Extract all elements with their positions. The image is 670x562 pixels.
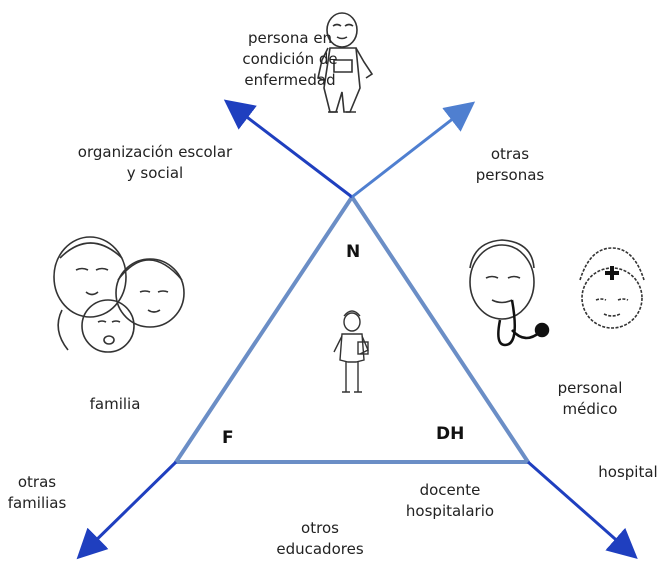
nurse-cross-icon bbox=[605, 266, 619, 280]
label-hospital: hospital bbox=[598, 463, 658, 481]
stethoscope-icon bbox=[497, 299, 550, 347]
label-organizacion: organización escolar y social bbox=[77, 143, 233, 182]
label-docente-hospitalario: docente hospitalario bbox=[405, 481, 495, 520]
label-otras-familias: otras familias bbox=[7, 473, 67, 512]
family-icon bbox=[53, 236, 185, 353]
child-icon bbox=[317, 12, 374, 113]
arrow-organizacion bbox=[223, 99, 353, 199]
label-familia: familia bbox=[89, 395, 141, 413]
teacher-icon bbox=[333, 310, 369, 393]
label-otros-educadores: otros educadores bbox=[276, 519, 364, 558]
vertex-f: F bbox=[222, 428, 234, 448]
triangle bbox=[174, 195, 530, 464]
vertex-n: N bbox=[346, 242, 361, 262]
nurse-icon bbox=[579, 247, 645, 329]
arrow-otras-familias bbox=[76, 460, 178, 560]
label-otras-personas: otras personas bbox=[475, 145, 545, 184]
label-personal-medico: personal médico bbox=[557, 379, 623, 418]
arrow-otras-personas bbox=[351, 101, 476, 199]
doctor-icon bbox=[469, 239, 535, 320]
vertex-dh: DH bbox=[436, 424, 465, 444]
label-persona-enferma: persona en condición de enfermedad bbox=[242, 29, 338, 89]
arrow-hospital bbox=[527, 460, 638, 559]
